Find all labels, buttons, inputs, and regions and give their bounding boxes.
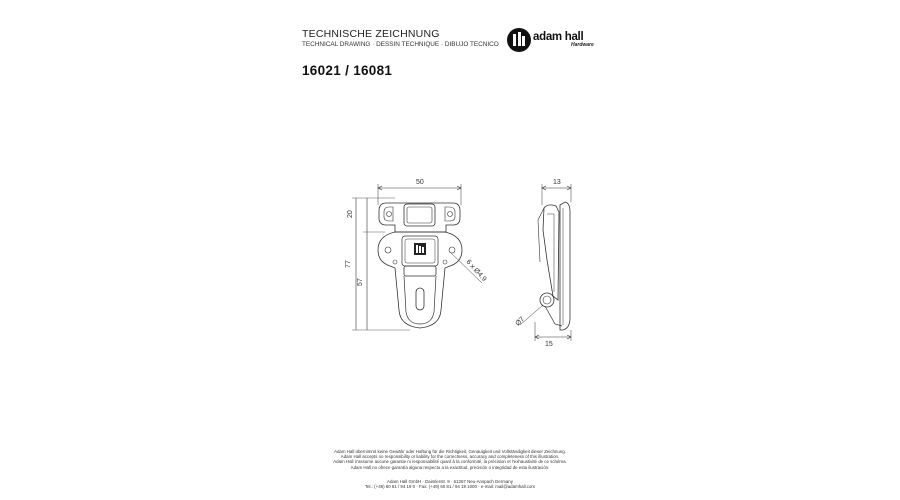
disclaimer-es: Adam Hall no ofrece garantía alguna resp… xyxy=(350,464,550,470)
dim-base-15: 15 xyxy=(545,341,553,348)
brand-name: adam hall xyxy=(533,31,584,43)
front-view xyxy=(352,184,483,331)
disclaimer-en: Adam Hall accepts no responsibility or l… xyxy=(340,454,560,460)
dim-width-50: 50 xyxy=(416,179,424,186)
disclaimer-text: Adam Hall übernimmt keine Gewähr oder Ha… xyxy=(250,449,650,470)
dim-diameter-7: Ø7 xyxy=(514,316,526,328)
drawing-title: TECHNISCHE ZEICHNUNG xyxy=(302,28,440,40)
dim-holes: 6 x Ø4.9 xyxy=(465,259,488,283)
part-numbers: 16021 / 16081 xyxy=(302,63,393,78)
brand-tagline: Hardware xyxy=(571,42,594,48)
company-address: Adam Hall GmbH · Daimlerstr. 9 · 61267 N… xyxy=(250,479,650,489)
dim-height-77: 77 xyxy=(345,260,352,268)
disclaimer-de: Adam Hall übernimmt keine Gewähr oder Ha… xyxy=(334,449,566,454)
lever-logo-icon xyxy=(414,243,426,255)
side-view xyxy=(519,184,572,341)
address-line: Adam Hall GmbH · Daimlerstr. 9 · 61267 N… xyxy=(387,479,513,484)
disclaimer-fr: Adam Hall n'assume aucune garantie ni re… xyxy=(333,459,567,465)
drawing-subtitle: TECHNICAL DRAWING · DESSIN TECHNIQUE · D… xyxy=(302,41,499,48)
adam-hall-logo-icon xyxy=(507,28,531,52)
dim-depth-13: 13 xyxy=(553,179,561,186)
dim-height-20: 20 xyxy=(347,210,354,218)
dim-height-57: 57 xyxy=(357,278,364,286)
contact-line: Tel.: (+49) 60 81 / 94 19 0 · Fax: (+49)… xyxy=(364,484,536,490)
